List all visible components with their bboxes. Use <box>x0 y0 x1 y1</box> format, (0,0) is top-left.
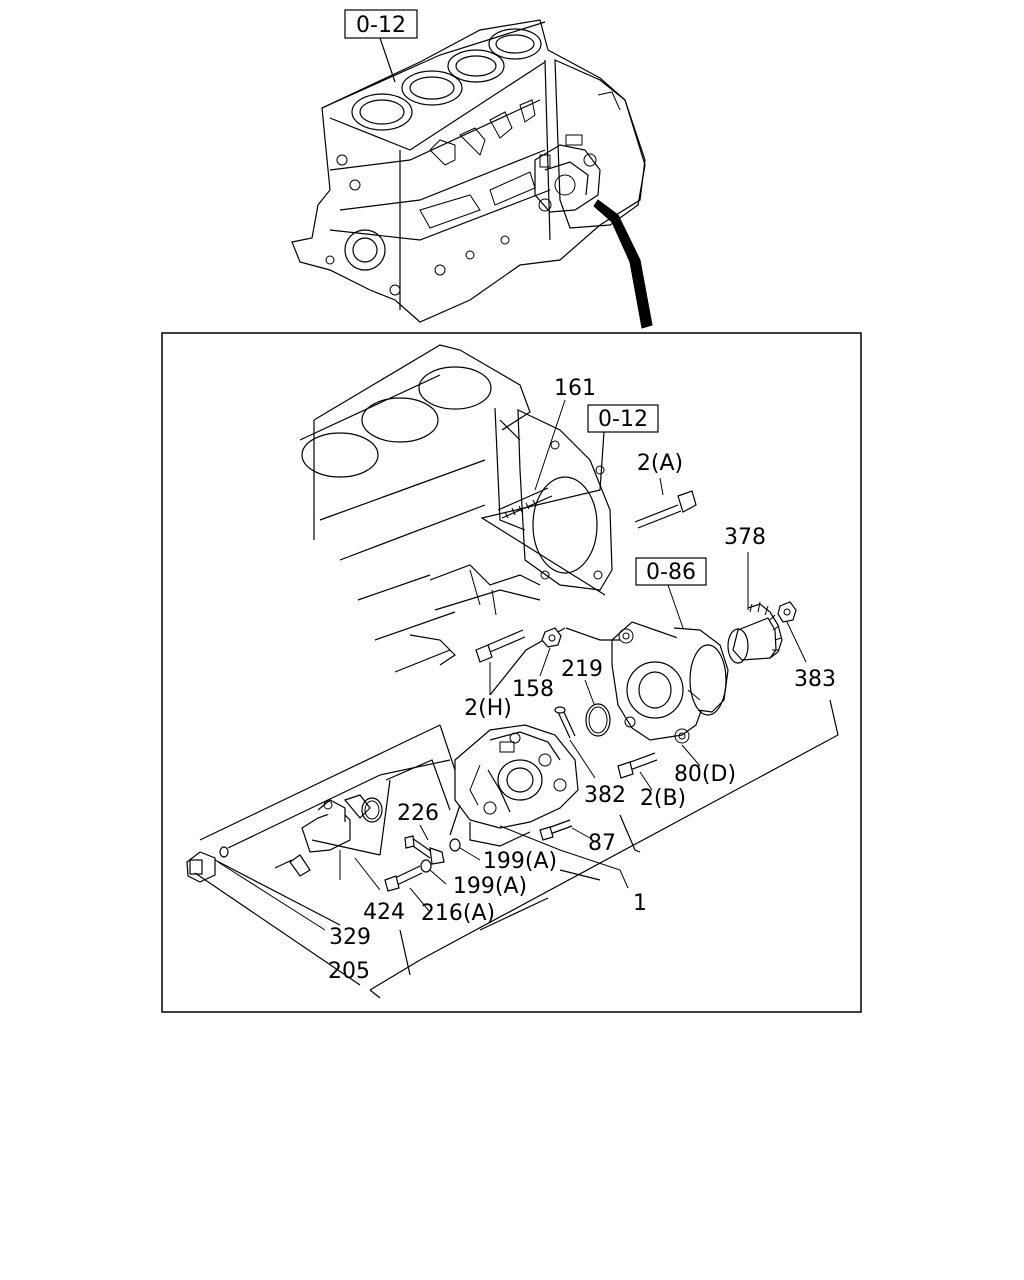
callout-219: 219 <box>561 657 603 682</box>
part-158-nut <box>539 627 562 677</box>
housing-plate-line <box>565 627 620 641</box>
callout-226: 226 <box>397 801 439 826</box>
part-2a-bolt <box>634 477 697 529</box>
part-329-sensor <box>186 846 326 931</box>
callout-216a: 216(A) <box>421 901 495 926</box>
ref-housing-label: 0-86 <box>646 560 696 585</box>
ref-top-label: 0-12 <box>356 13 406 38</box>
part-216a-bolt <box>384 859 447 913</box>
callout-383: 383 <box>794 667 836 692</box>
callout-382: 382 <box>584 783 626 808</box>
callout-87: 87 <box>588 831 616 856</box>
callout-199a-2: 199(A) <box>453 874 527 899</box>
callout-424: 424 <box>363 900 405 925</box>
callout-1: 1 <box>633 891 647 916</box>
detail-frame <box>161 332 862 1013</box>
ref-box-housing: 0-86 <box>635 557 707 586</box>
callout-2h: 2(H) <box>464 696 512 721</box>
detail-engine-block <box>299 344 613 673</box>
callout-161: 161 <box>554 376 596 401</box>
callout-205: 205 <box>328 959 370 984</box>
callout-158: 158 <box>512 677 554 702</box>
leader-80d <box>681 744 701 767</box>
ref-detail-label: 0-12 <box>598 407 648 432</box>
assembly-bracket-lines <box>194 699 839 999</box>
part-378-gear <box>727 552 783 664</box>
callout-329: 329 <box>329 925 371 950</box>
housing-leader <box>667 584 684 629</box>
part-87-bolt <box>539 819 591 841</box>
callout-199a-1: 199(A) <box>483 849 557 874</box>
part-pump-housing <box>611 621 729 744</box>
part-424-solenoid <box>274 794 383 891</box>
part-383-nut <box>777 601 807 663</box>
part-199a-washer-1 <box>449 838 481 861</box>
part-2b-bolt <box>617 752 658 791</box>
gasket-outline <box>480 431 606 596</box>
callout-2a: 2(A) <box>637 451 683 476</box>
engine-block-overview <box>291 19 653 329</box>
callout-2b: 2(B) <box>640 786 686 811</box>
part-2h-bolt <box>475 629 526 695</box>
callout-80d: 80(D) <box>674 762 736 787</box>
part-219-oring <box>584 679 611 737</box>
part-382-pin <box>554 706 596 779</box>
ref-box-detail: 0-12 <box>587 404 659 433</box>
ref-box-top: 0-12 <box>344 9 418 39</box>
part-1-fuel-pump <box>449 724 629 889</box>
callout-378: 378 <box>724 525 766 550</box>
part-161-stud <box>497 399 566 519</box>
part-226-screw <box>404 824 445 865</box>
